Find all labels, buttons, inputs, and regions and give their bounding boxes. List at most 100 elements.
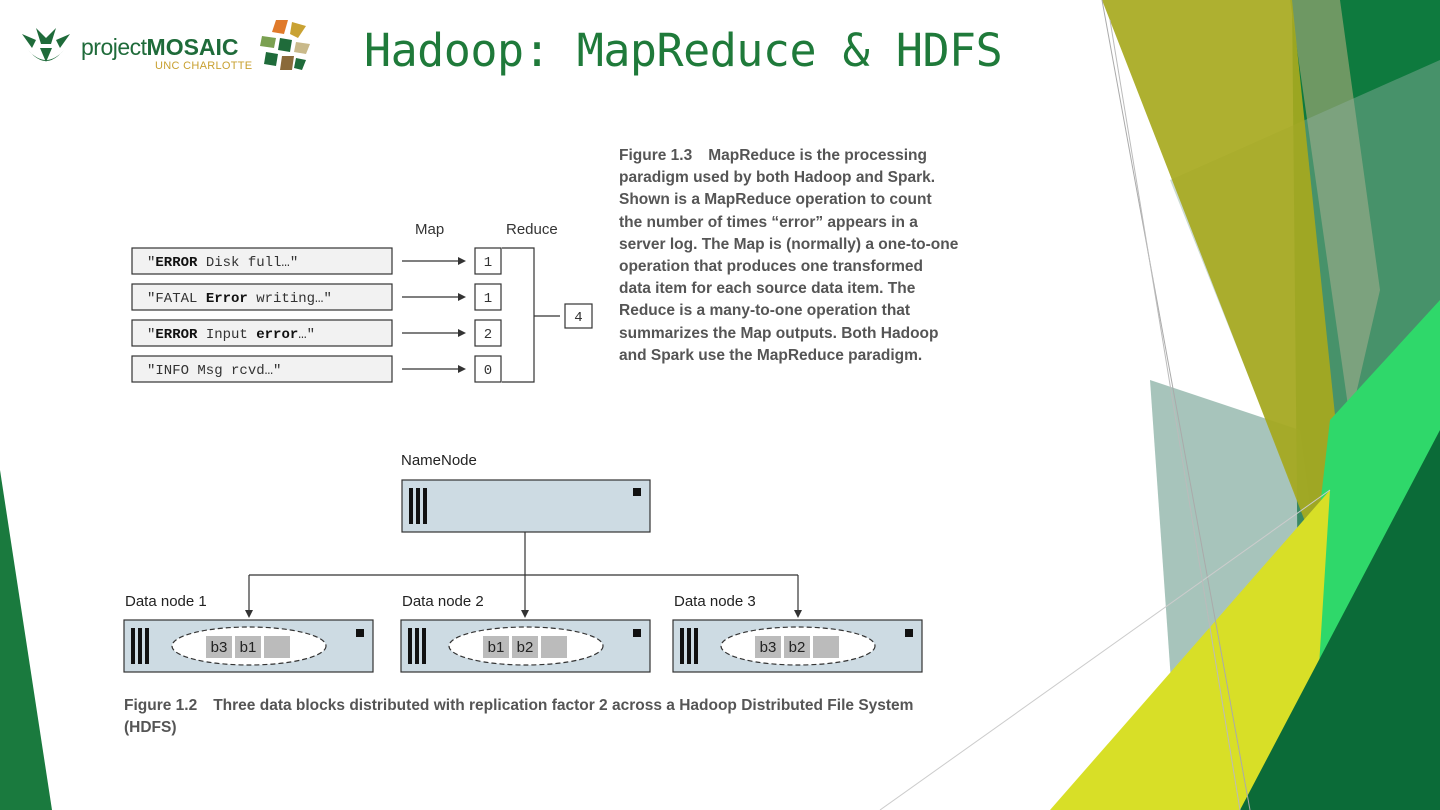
log-segment: "INFO Msg rcvd…" [147,363,281,379]
log-segment: Error [206,291,248,307]
datanode-arrow-head [521,610,529,618]
log-line-text: "INFO Msg rcvd…" [147,363,281,379]
reduce-bracket [502,247,560,383]
log-rows: "ERROR Disk full…"1"FATAL Error writing…… [131,247,502,383]
log-segment: Disk full…" [197,255,298,271]
datanode-arrow-head [794,610,802,618]
reduce-result-box [564,303,593,329]
server-indicator [905,629,913,637]
map-arrow-head [458,257,466,265]
block-label: b3 [211,639,228,656]
empty-block-slot [541,636,567,658]
data-block [483,636,509,658]
log-segment: ERROR [155,327,198,343]
datanode-1: Data node 1 b3 b1 [123,575,374,673]
log-row: "ERROR Disk full…" 1 [131,247,502,275]
datanode-label: Data node 1 [125,593,207,610]
slide-title: Hadoop: MapReduce & HDFS [364,24,1003,77]
server-bar [145,628,149,664]
server-bar [687,628,691,664]
map-arrow-head [458,293,466,301]
server-bar [415,628,419,664]
data-block [206,636,232,658]
data-block [235,636,261,658]
log-row: "INFO Msg rcvd…" 0 [131,355,502,383]
map-value-box [474,355,502,383]
map-value: 1 [484,291,492,307]
empty-block-slot [264,636,290,658]
map-value: 2 [484,327,492,343]
log-line-box [131,283,393,311]
figure-1-2-text: Three data blocks distributed with repli… [124,697,914,737]
server-bar [680,628,684,664]
data-block [784,636,810,658]
figure-1-2-number: Figure 1.2 [124,697,198,714]
log-segment: "FATAL [147,291,206,307]
map-value: 0 [484,363,492,379]
log-line-box [131,319,393,347]
block-label: b2 [789,639,806,656]
log-segment: " [147,327,155,343]
data-block [755,636,781,658]
log-segment: error [256,327,298,343]
empty-block-slot [813,636,839,658]
block-label: b1 [240,639,257,656]
server-indicator [633,629,641,637]
project-mosaic-logo: projectMOSAIC UNC CHARLOTTE [18,14,318,76]
mapreduce-diagram: Map Reduce "ERROR Disk full…"1"FATAL Err… [131,221,593,383]
mosaic-figure-icon [260,20,310,70]
log-line-text: "FATAL Error writing…" [147,291,332,307]
decor-left [0,470,52,810]
server-bar [694,628,698,664]
map-arrow-head [458,365,466,373]
map-column-label: Map [415,221,444,238]
log-segment: …" [298,327,315,343]
server-bar [138,628,142,664]
log-row: "ERROR Input error…" 2 [131,319,502,347]
logo-word-mosaic: MOSAIC [146,34,239,60]
data-block [512,636,538,658]
map-value-box [474,319,502,347]
log-segment: Input [197,327,256,343]
log-segment: writing…" [248,291,332,307]
block-label: b2 [517,639,534,656]
log-segment: " [147,255,155,271]
log-line-text: "ERROR Input error…" [147,327,315,343]
reduce-result-value: 4 [574,310,582,326]
server-bar [408,628,412,664]
map-value-box [474,247,502,275]
map-value-box [474,283,502,311]
server-bar [422,628,426,664]
block-label: b1 [488,639,505,656]
datanode-label: Data node 3 [674,593,756,610]
map-arrow-head [458,329,466,337]
log-line-text: "ERROR Disk full…" [147,255,298,271]
log-line-box [131,247,393,275]
namenode-label: NameNode [401,452,477,469]
logo-wordmark: projectMOSAIC [81,34,239,61]
log-segment: ERROR [155,255,198,271]
block-label: b3 [760,639,777,656]
server-indicator [356,629,364,637]
namenode-connector [249,532,798,576]
mosaic-leaf-icon [22,28,70,62]
figure-1-3-number: Figure 1.3 [619,147,693,164]
figure-1-3-text: MapReduce is the processing paradigm use… [619,147,959,364]
logo-word-project: project [81,34,147,60]
log-row: "FATAL Error writing…" 1 [131,283,502,311]
log-line-box [131,355,393,383]
datanode-arrow-head [245,610,253,618]
server-bar [131,628,135,664]
logo-subtitle: UNC CHARLOTTE [155,60,253,72]
datanode-3: Data node 3 b3 b2 [672,575,923,673]
datanode-label: Data node 2 [402,593,484,610]
reduce-column-label: Reduce [506,221,558,238]
namenode-server [401,479,651,533]
map-value: 1 [484,255,492,271]
